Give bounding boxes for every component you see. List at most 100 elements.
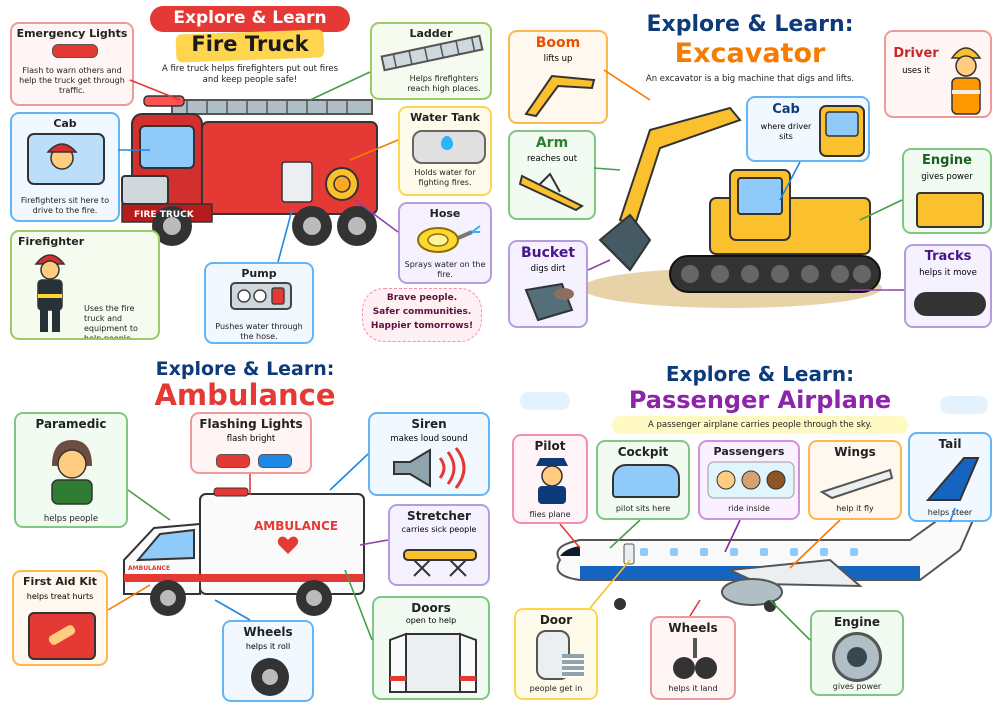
fire-truck-title-big: Fire Truck [191,32,309,56]
bandage-icon [47,623,77,647]
card-ladder: Ladder Helps firefighters reach high pla… [370,22,492,100]
arm-icon [518,172,584,212]
card-emergency-lights-title: Emergency Lights [16,27,128,40]
card-firefighter-desc: Uses the fire truck and equipment to hel… [84,304,138,340]
card-ladder-desc: Helps firefighters reach high places. [407,74,481,93]
card-airplane-wheels-desc: helps it land [668,684,718,693]
track-icon [914,292,986,316]
card-cab-desc: Firefighters sit here to drive to the fi… [20,196,110,215]
card-flashing-lights-desc: flash bright [226,434,276,444]
bucket-icon [524,282,574,322]
fire-truck-intro: A fire truck helps firefighters put out … [161,64,339,85]
fire-truck-title-banner [150,6,350,32]
card-water-tank-desc: Holds water for fighting fires. [414,168,476,187]
ambulance-title-big: Ambulance [154,378,336,412]
fire-truck-motto: Brave people. Safer communities. Happier… [362,288,482,342]
excavator-intro: An excavator is a big machine that digs … [645,74,855,84]
card-firefighter-title: Firefighter [18,235,85,248]
card-doors-title: Doors [411,601,451,615]
blue-light-icon [258,454,292,468]
jet-engine-icon [832,632,882,682]
card-airplane-engine: Engine gives power [810,610,904,696]
card-passengers-desc: ride inside [728,504,770,513]
ambulance-front-label: AMBULANCE [128,565,170,572]
card-doors-desc: open to help [405,616,457,625]
card-boom-desc: lifts up [543,54,573,64]
card-water-tank: Water Tank Holds water for fighting fire… [398,106,492,196]
cloud-icon [520,392,570,410]
first-aid-kit-icon [28,612,96,660]
card-bucket: Bucket digs dirt [508,240,588,328]
card-arm-title: Arm [535,135,569,151]
card-cockpit-desc: pilot sits here [615,504,671,513]
card-driver-title: Driver [893,46,939,61]
excavator-title-big: Excavator [674,38,826,69]
megaphone-icon [393,447,466,489]
card-firefighter: Firefighter Uses the fire truck and equi… [10,230,160,340]
card-driver-desc: uses it [902,66,930,76]
airplane-title-big: Passenger Airplane [628,386,892,414]
card-hose-desc: Sprays water on the fire. [404,260,486,279]
card-first-aid-desc: helps treat hurts [26,592,94,601]
card-arm: Arm reaches out [508,130,596,220]
card-stretcher: Stretcher carries sick people [388,504,490,586]
card-excavator-cab-desc: where driver sits [760,122,812,141]
excavator-illustration [598,106,881,293]
tire-icon [251,658,289,696]
card-driver: Driver uses it [884,30,992,118]
card-pilot: Pilot flies plane [512,434,588,524]
card-pump: Pump Pushes water through the hose. [204,262,314,344]
cockpit-window-icon [612,464,680,498]
ladder-icon [380,34,484,72]
card-ambulance-wheels-desc: helps it roll [245,642,291,651]
card-paramedic-desc: helps people [43,514,99,524]
card-tail-title: Tail [938,437,962,451]
fire-truck-body-label: FIRE TRUCK [134,210,195,220]
card-doors: Doors open to help [372,596,490,700]
card-boom: Boom lifts up [508,30,608,124]
firefighter-in-cab-icon [27,133,105,185]
stretcher-icon [403,549,477,577]
card-ladder-title: Ladder [409,27,453,40]
card-passengers-title: Passengers [713,445,785,458]
card-door-desc: people get in [529,684,583,693]
card-passengers: Passengers ride inside [698,440,800,520]
fire-truck-title-small: Explore & Learn [173,8,327,28]
card-tail: Tail helps steer [908,432,992,522]
card-airplane-engine-title: Engine [833,615,881,629]
card-tail-desc: helps steer [927,508,973,517]
paramedic-icon [51,440,93,505]
stairs-icon [562,654,584,678]
card-excavator-cab: Cab where driver sits [746,96,870,162]
landing-gear-icon [673,638,717,679]
card-stretcher-desc: carries sick people [401,525,477,534]
ambulance-side-label: AMBULANCE [254,519,338,533]
card-bucket-desc: digs dirt [530,264,566,274]
card-siren-desc: makes loud sound [390,434,468,444]
card-hose: Hose Sprays water on the fire. [398,202,492,284]
card-cab: Cab Firefighters sit here to drive to th… [10,112,120,222]
ambulance-rear-doors-icon [389,632,477,693]
airplane-intro-bg [612,416,908,434]
card-pump-title: Pump [241,267,277,280]
card-siren: Siren makes loud sound [368,412,490,496]
card-engine-title: Engine [922,153,972,168]
card-arm-desc: reaches out [526,154,578,164]
card-flashing-lights: Flashing Lights flash bright [190,412,312,474]
card-siren-title: Siren [411,417,447,431]
light-bar-icon [52,44,98,58]
card-engine: Engine gives power [902,148,992,234]
card-airplane-engine-desc: gives power [832,682,882,691]
card-pump-desc: Pushes water through the hose. [215,322,303,341]
card-tracks: Tracks helps it move [904,244,992,328]
tail-fin-icon [925,457,980,501]
motto-line-3: Happier tomorrows! [370,321,474,331]
card-first-aid-kit: First Aid Kit helps treat hurts [12,570,108,666]
pilot-icon [536,458,568,504]
ambulance-title-small: Explore & Learn: [155,358,335,380]
pump-panel-icon [230,282,292,310]
ambulance-illustration: AMBULANCE AMBULANCE [123,487,365,616]
card-paramedic: Paramedic helps people [14,412,128,528]
card-wings: Wings help it fly [808,440,902,520]
card-airplane-wheels-title: Wheels [668,621,718,635]
